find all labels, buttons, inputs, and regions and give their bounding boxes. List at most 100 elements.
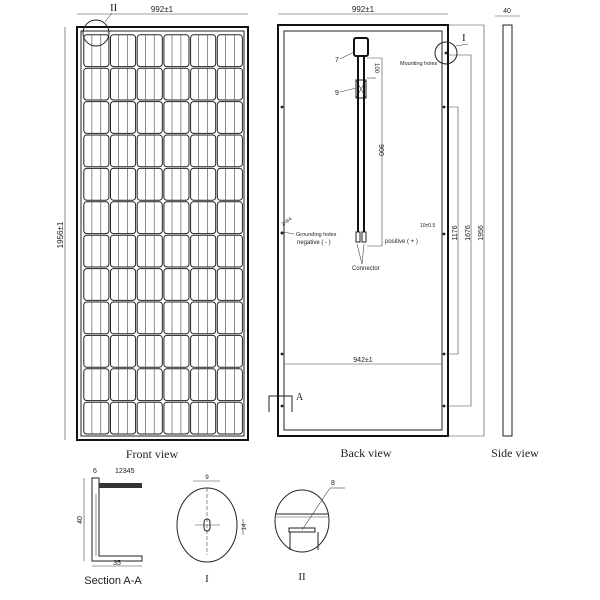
solar-cell xyxy=(110,67,137,101)
solar-cell xyxy=(110,234,137,268)
solar-cell xyxy=(136,34,163,68)
section-label: Section A-A xyxy=(84,575,142,587)
dim-1956-line xyxy=(448,24,485,437)
detail-i: 9 14 I xyxy=(176,475,248,585)
detail-ii-circle xyxy=(82,19,110,47)
side-view-label: Side view xyxy=(491,446,539,460)
mounting-hole-marks xyxy=(280,51,448,408)
solar-cell xyxy=(190,67,217,101)
back-width-dim: 992±1 xyxy=(352,5,375,14)
solar-cell xyxy=(190,334,217,368)
solar-cell xyxy=(163,67,190,101)
solar-cell xyxy=(136,201,163,235)
dim-1676-line xyxy=(446,54,472,407)
solar-cell xyxy=(163,401,190,435)
callout-8: 8 xyxy=(331,480,335,487)
junction-box xyxy=(353,37,369,57)
solar-cell xyxy=(163,134,190,168)
solar-cell xyxy=(83,368,110,402)
dim-1676: 1676 xyxy=(465,225,472,241)
solar-cell xyxy=(163,167,190,201)
callout-7-leader xyxy=(339,51,355,60)
solar-cell xyxy=(216,401,243,435)
mounting-holes-label: Mounting holes xyxy=(400,61,438,67)
grounding-dim: 2-Φ4 xyxy=(281,216,294,227)
solar-cell xyxy=(163,234,190,268)
solar-cell xyxy=(163,368,190,402)
cell-grid xyxy=(83,34,243,435)
callout-7: 7 xyxy=(335,57,339,64)
cable-dim-100: 100 xyxy=(373,63,379,74)
solar-cell xyxy=(83,34,110,68)
front-height-dim: 1956±1 xyxy=(56,221,65,248)
solar-cell xyxy=(83,67,110,101)
connector-positive xyxy=(361,231,367,243)
solar-cell xyxy=(163,34,190,68)
grounding-holes-label: Grounding holes xyxy=(296,232,337,238)
connector-leader xyxy=(356,243,363,265)
solar-cell xyxy=(83,401,110,435)
solar-cell xyxy=(163,101,190,134)
section-a-a: 6 12345 40 35 Section A-A xyxy=(77,468,143,587)
detail-i-marker: I xyxy=(462,32,466,44)
solar-cell xyxy=(83,268,110,301)
solar-cell xyxy=(216,368,243,402)
solar-cell xyxy=(136,334,163,368)
solar-cell xyxy=(190,401,217,435)
solar-cell xyxy=(83,167,110,201)
solar-cell xyxy=(216,268,243,301)
solar-cell xyxy=(136,67,163,101)
solar-cell xyxy=(216,234,243,268)
inner-width-dim: 942±1 xyxy=(353,357,373,364)
side-profile xyxy=(502,24,513,437)
cable-dim-900: 900 xyxy=(377,144,384,156)
positive-label: positive ( + ) xyxy=(385,239,418,245)
solar-cell xyxy=(110,134,137,168)
grounding-leader xyxy=(282,231,295,235)
connector-leader xyxy=(361,243,365,265)
solar-cell xyxy=(216,134,243,168)
solar-cell xyxy=(163,268,190,301)
solar-cell xyxy=(190,134,217,168)
back-view-label: Back view xyxy=(341,446,392,460)
solar-cell xyxy=(136,301,163,335)
solar-cell xyxy=(190,301,217,335)
callout-8-leader xyxy=(301,487,331,531)
solar-cell xyxy=(163,334,190,368)
connector-label: Connector xyxy=(352,266,380,272)
detail-i-leader xyxy=(455,43,469,47)
detail-ii-marker: II xyxy=(110,2,118,14)
solar-cell xyxy=(110,368,137,402)
front-frame xyxy=(76,26,249,441)
solar-cell xyxy=(190,167,217,201)
solar-cell xyxy=(190,34,217,68)
solar-cell xyxy=(190,268,217,301)
callout-6: 6 xyxy=(93,468,97,475)
solar-cell xyxy=(136,401,163,435)
solar-cell xyxy=(83,334,110,368)
solar-cell xyxy=(190,368,217,402)
solar-cell xyxy=(190,201,217,235)
solar-cell xyxy=(83,201,110,235)
hole-dim: 10±0.5 xyxy=(420,223,435,229)
solar-cell xyxy=(136,134,163,168)
solar-cell xyxy=(110,34,137,68)
detail-i-height-dim: 14 xyxy=(242,523,248,530)
solar-cell xyxy=(110,401,137,435)
solar-cell xyxy=(136,167,163,201)
solar-cell xyxy=(110,101,137,134)
callout-9-leader xyxy=(339,87,357,93)
solar-cell xyxy=(83,101,110,134)
detail-ii: 8 II xyxy=(274,480,345,583)
front-view-label: Front view xyxy=(126,447,179,461)
grounding-hole xyxy=(280,231,284,235)
solar-cell xyxy=(110,301,137,335)
detail-ii-label: II xyxy=(298,571,306,583)
detail-i-circle xyxy=(434,41,458,65)
dim-1176: 1176 xyxy=(452,225,459,240)
detail-i-label: I xyxy=(205,573,209,585)
solar-cell xyxy=(83,301,110,335)
cable-dim-line xyxy=(367,57,383,247)
detail-ii-ellipse xyxy=(274,489,330,553)
detail-i-width-dim: 9 xyxy=(205,475,209,481)
